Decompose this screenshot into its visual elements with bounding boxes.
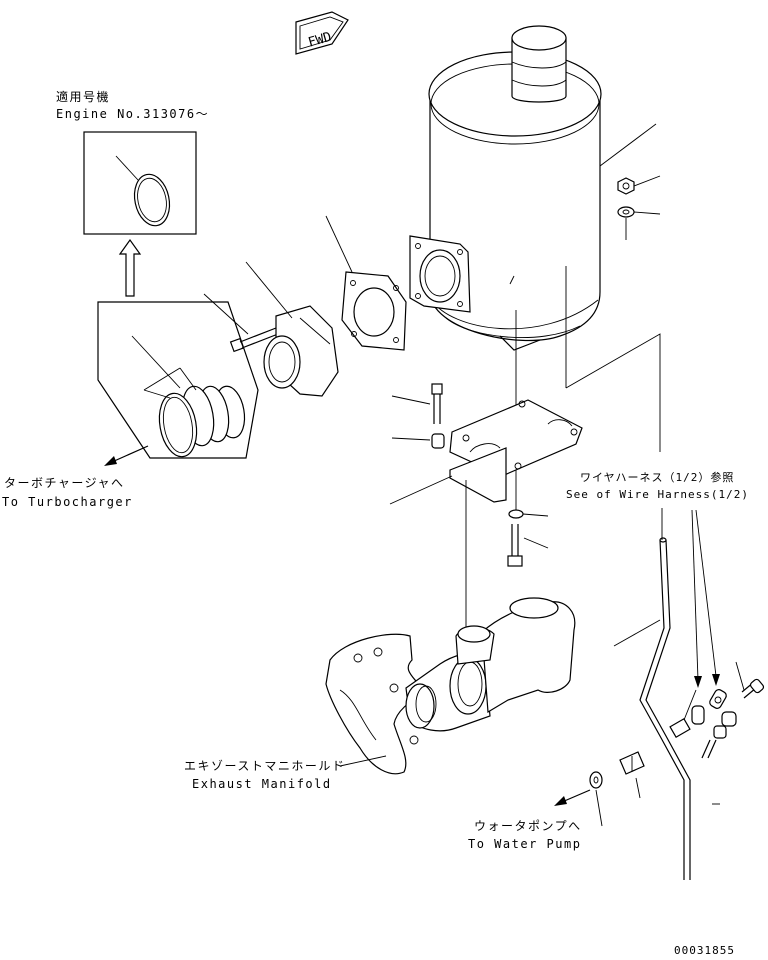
to-turbocharger-jp: ターボチャージャへ	[4, 476, 125, 490]
detail-inset	[83, 131, 197, 235]
elbow-connector-part	[245, 261, 339, 397]
gasket-part	[325, 215, 407, 351]
fwd-arrow-icon: FWD	[295, 11, 349, 55]
up-arrow-icon	[118, 238, 142, 297]
applicability-jp: 適用号機	[56, 89, 110, 104]
washer-part	[617, 206, 661, 240]
harness-bolt-part	[735, 661, 765, 699]
bolt-part	[203, 293, 279, 353]
stud-bolt-part	[391, 383, 443, 424]
wire-harness-en: See of Wire Harness(1/2)	[566, 488, 749, 501]
harness-clip-b-part	[695, 509, 737, 727]
water-pump-washer-part	[589, 771, 603, 827]
harness-clip-a-part	[691, 509, 705, 725]
o-ring-detail	[133, 173, 171, 227]
seal-ring-group	[97, 301, 259, 459]
wire-harness-jp: ワイヤハーネス（1/2）参照	[580, 470, 734, 484]
nut-part	[617, 175, 661, 195]
applicability-en: Engine No.313076～	[56, 107, 209, 121]
lower-washer-part	[508, 509, 549, 519]
bracket-part	[389, 399, 583, 505]
harness-lower-bolt-part	[701, 725, 727, 805]
spacer-part	[391, 433, 445, 449]
to-water-pump-jp: ウォータポンプへ	[474, 819, 582, 833]
to-water-pump-en: To Water Pump	[468, 837, 581, 851]
drawing-number: 00031855	[674, 944, 735, 957]
to-water-pump-arrow-icon	[554, 789, 591, 806]
exhaust-manifold-part	[325, 597, 576, 775]
to-turbocharger-arrow-icon	[104, 445, 149, 466]
exhaust-manifold-jp: エキゾーストマニホールド	[184, 759, 345, 773]
harness-clamp-part	[619, 689, 697, 799]
to-turbocharger-en: To Turbocharger	[2, 495, 133, 509]
lower-bolt-part	[507, 524, 549, 567]
muffler-part	[409, 25, 657, 351]
harness-tube-part	[613, 508, 691, 880]
fwd-label: FWD	[307, 30, 334, 51]
exhaust-manifold-en: Exhaust Manifold	[192, 777, 332, 791]
